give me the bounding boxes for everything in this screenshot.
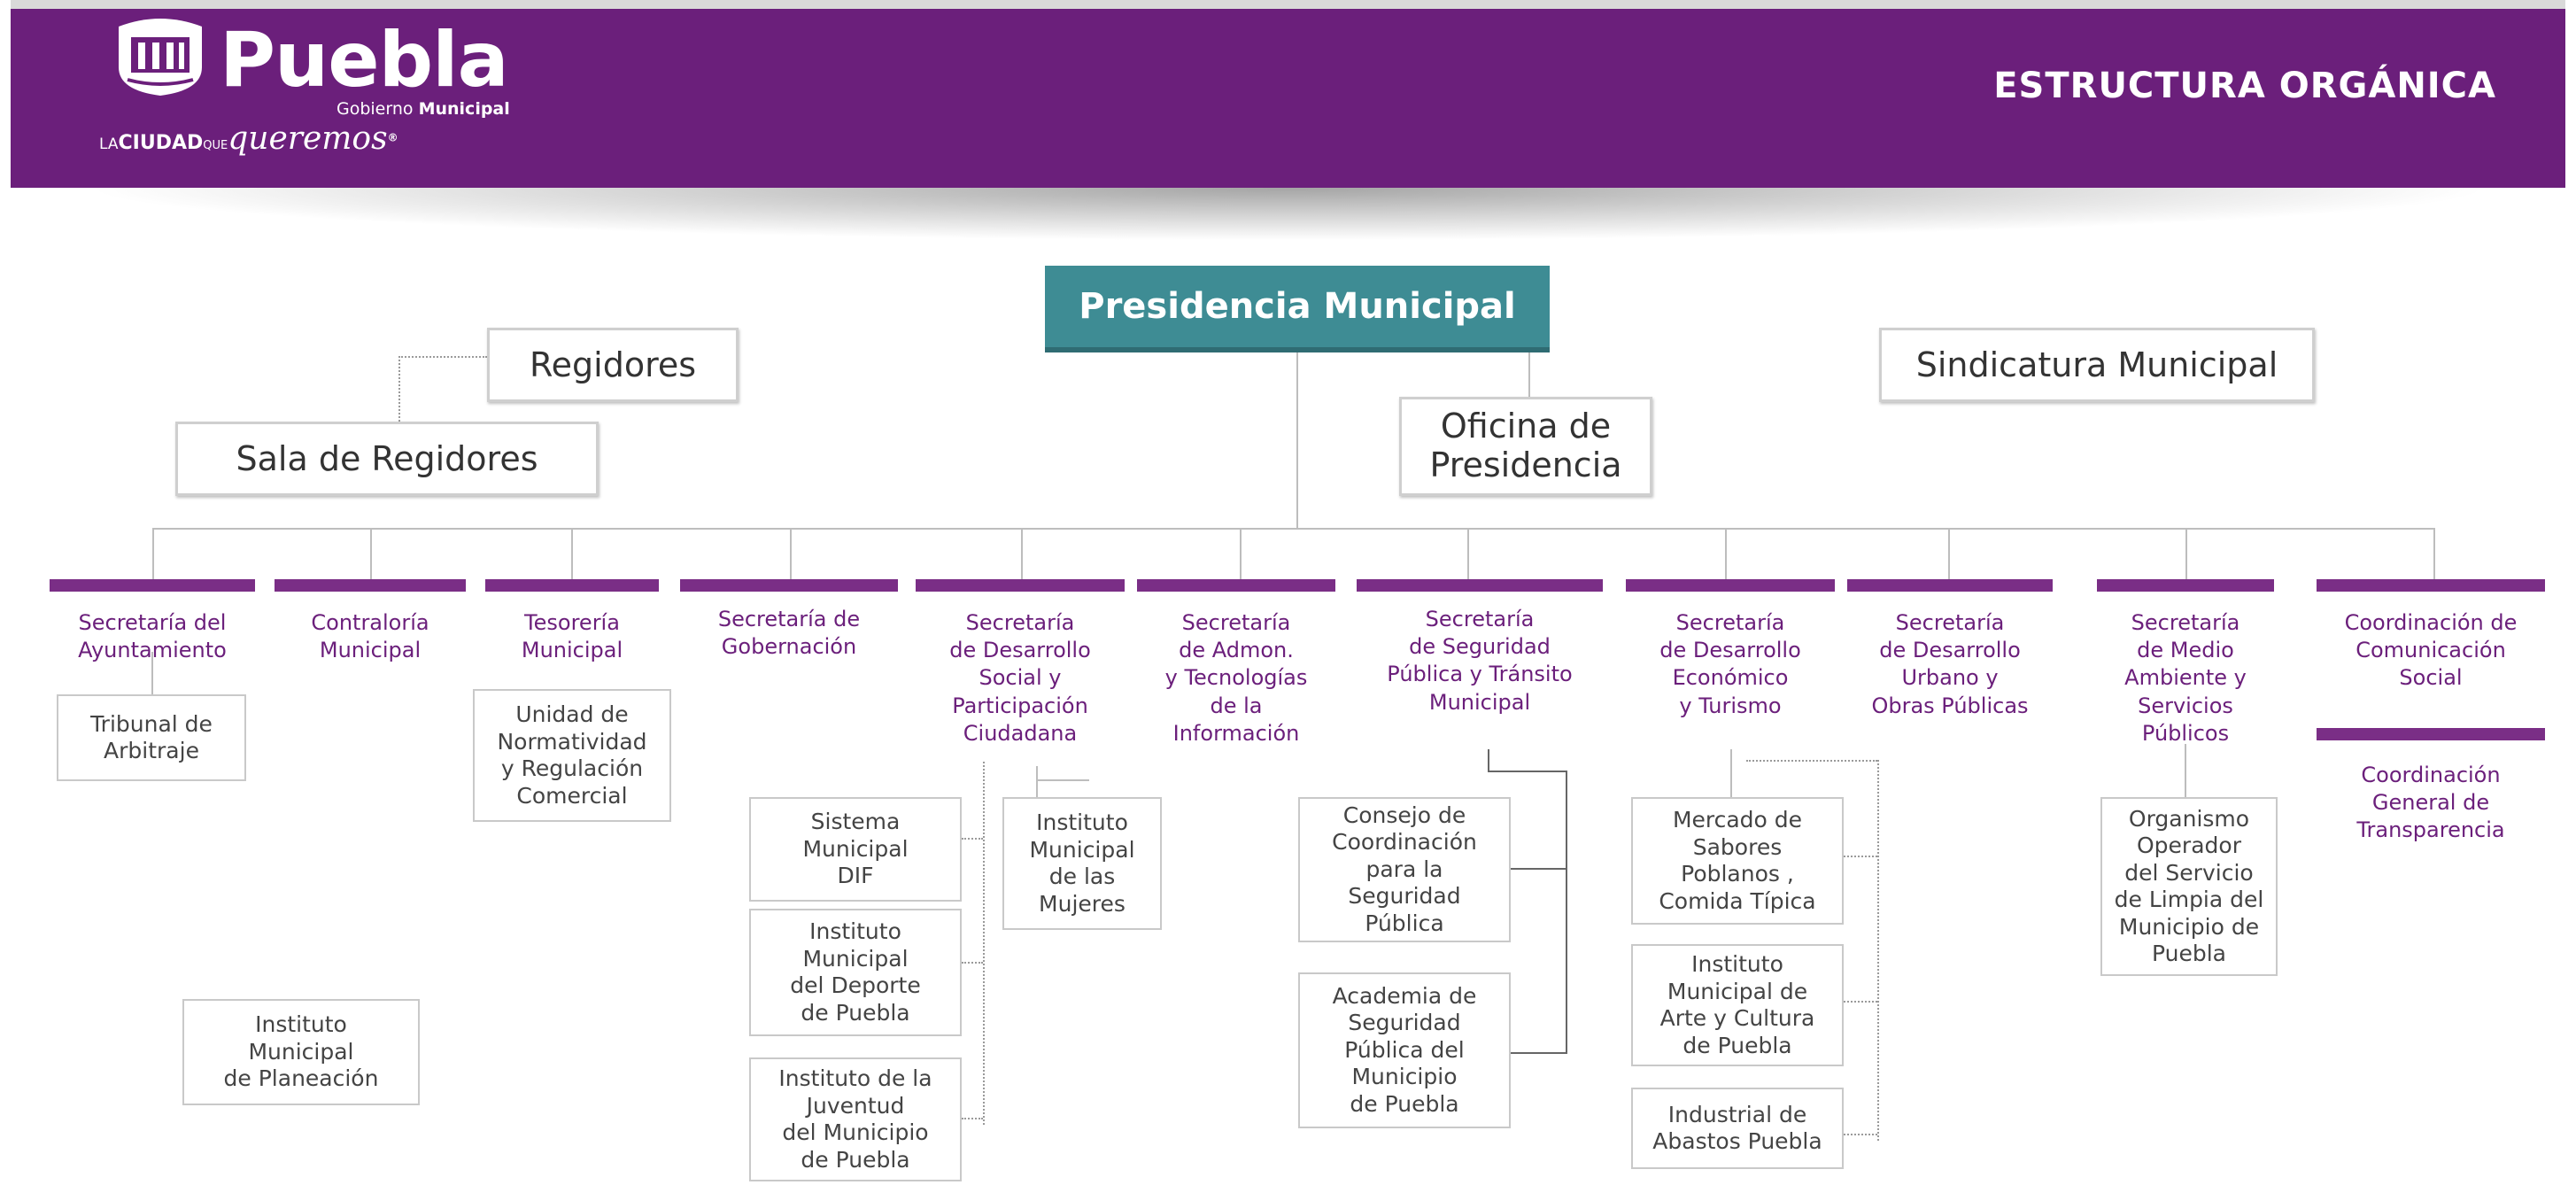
secretaria-bar-3	[485, 579, 659, 592]
secretaria-desarrollo-urbano: Secretaría de Desarrollo Urbano y Obras …	[1871, 610, 2029, 718]
secretaria-admon-tecnologias: Secretaría de Admon. y Tecnologías de la…	[1164, 610, 1308, 746]
connector-drop-9	[1948, 528, 1950, 579]
secretaria-seguridad-publica: Secretaría de Seguridad Pública y Tránsi…	[1387, 607, 1573, 715]
secretaria-bar-1	[50, 579, 255, 592]
node-instituto-juventud: Instituto de la Juventud del Municipio d…	[749, 1057, 962, 1181]
connector-economico-mercado	[1730, 749, 1732, 799]
connector-drop-4	[790, 528, 792, 579]
dotted-juventud	[962, 1118, 983, 1119]
node-industrial-abastos: Industrial de Abastos Puebla	[1631, 1088, 1844, 1169]
node-consejo-coordinacion: Consejo de Coordinación para la Segurida…	[1298, 797, 1511, 942]
dotted-economico-spine	[1877, 760, 1879, 1141]
node-unidad-normatividad: Unidad de Normatividad y Regulación Come…	[473, 689, 671, 822]
contraloria-municipal: Contraloría Municipal	[311, 610, 429, 663]
node-instituto-mujeres: Instituto Municipal de las Mujeres	[1002, 797, 1162, 930]
secretaria-bar-7	[1357, 579, 1603, 592]
tagline-que: QUE	[203, 139, 228, 152]
logo-tagline: LACIUDADQUEqueremos®	[99, 120, 398, 157]
city-emblem-icon	[119, 19, 202, 96]
secretaria-bar-5	[916, 579, 1125, 592]
connector-oficina-up	[1528, 352, 1530, 397]
node-regidores: Regidores	[487, 328, 739, 402]
connector-drop-11	[2433, 528, 2435, 579]
connector-drop-10	[2185, 528, 2187, 579]
node-instituto-planeacion: Instituto Municipal de Planeación	[182, 999, 420, 1105]
tagline-la: LA	[99, 136, 119, 153]
connector-drop-8	[1725, 528, 1727, 579]
node-instituto-deporte: Instituto Municipal del Deporte de Puebl…	[749, 909, 962, 1036]
node-presidencia-municipal: Presidencia Municipal	[1045, 266, 1550, 352]
secretaria-ayuntamiento: Secretaría del Ayuntamiento	[78, 610, 227, 663]
connector-ambiente-limpia	[2185, 744, 2186, 799]
dotted-regidores-v	[398, 356, 400, 422]
connector-seguridad-h	[1488, 771, 1567, 772]
secretaria-bar-4	[680, 579, 898, 592]
secretaria-desarrollo-social: Secretaría de Desarrollo Social y Partic…	[949, 610, 1091, 746]
secretaria-bar-8	[1626, 579, 1835, 592]
node-oficina-presidencia: Oficina de Presidencia	[1399, 397, 1652, 496]
node-mercado-sabores: Mercado de Sabores Poblanos , Comida Típ…	[1631, 797, 1844, 925]
connector-drop-3	[571, 528, 573, 579]
tesoreria-municipal: Tesorería Municipal	[521, 610, 623, 663]
page-title: ESTRUCTURA ORGÁNICA	[1993, 66, 2496, 106]
secretaria-medio-ambiente: Secretaría de Medio Ambiente y Servicios…	[2124, 610, 2247, 746]
logo-subtitle-prefix: Gobierno	[337, 99, 414, 119]
secretaria-gobernacion: Secretaría de Gobernación	[717, 607, 861, 660]
connector-main-bus	[152, 528, 2435, 530]
connector-consejo	[1511, 868, 1567, 870]
connector-academia	[1511, 1052, 1567, 1054]
secretaria-desarrollo-economico: Secretaría de Desarrollo Económico y Tur…	[1659, 610, 1801, 718]
dotted-social-spine	[983, 762, 985, 1125]
dotted-dif	[962, 838, 983, 840]
transparencia-bar	[2317, 728, 2545, 740]
header-banner	[11, 0, 2565, 188]
secretaria-bar-10	[2097, 579, 2274, 592]
tagline-ciudad: CIUDAD	[118, 132, 204, 154]
connector-presidencia-stem	[1296, 352, 1298, 528]
connector-ayuntamiento-tribunal	[151, 652, 153, 694]
logo-subtitle-bold: Municipal	[418, 99, 510, 119]
secretaria-bar-9	[1847, 579, 2053, 592]
connector-social-mujeres-h	[1036, 779, 1089, 781]
connector-drop-7	[1467, 528, 1469, 579]
dotted-abastos	[1844, 1134, 1877, 1135]
node-academia-seguridad: Academia de Seguridad Pública del Munici…	[1298, 972, 1511, 1128]
dotted-deporte	[962, 962, 983, 964]
node-sistema-dif: Sistema Municipal DIF	[749, 797, 962, 902]
coordinacion-transparencia: Coordinación General de Transparencia	[2356, 763, 2505, 843]
secretaria-bar-11	[2317, 579, 2545, 592]
connector-drop-1	[152, 528, 154, 579]
node-organismo-limpia: Organismo Operador del Servicio de Limpi…	[2100, 797, 2278, 976]
connector-drop-6	[1240, 528, 1242, 579]
dotted-mercado	[1844, 856, 1877, 857]
logo-wordmark: Puebla	[220, 16, 509, 105]
dotted-regidores-h	[398, 356, 487, 358]
node-sindicatura-municipal: Sindicatura Municipal	[1879, 328, 2315, 402]
secretaria-bar-6	[1137, 579, 1335, 592]
node-tribunal-arbitraje: Tribunal de Arbitraje	[57, 694, 246, 781]
dotted-arte	[1844, 1001, 1877, 1003]
connector-drop-2	[370, 528, 372, 579]
tagline-queremos: queremos	[228, 120, 388, 157]
header-shadow	[80, 188, 2497, 241]
connector-seguridad-spine	[1566, 771, 1567, 1054]
tagline-registered-mark: ®	[387, 131, 398, 144]
connector-seguridad-down	[1488, 749, 1489, 771]
secretaria-bar-2	[275, 579, 466, 592]
dotted-economico-h	[1746, 760, 1877, 762]
node-sala-regidores: Sala de Regidores	[175, 422, 599, 496]
logo-subtitle: Gobierno Municipal	[337, 99, 510, 119]
coordinacion-comunicacion-social: Coordinación de Comunicación Social	[2344, 610, 2518, 691]
connector-social-mujeres-v	[1036, 766, 1038, 802]
connector-drop-5	[1021, 528, 1023, 579]
node-instituto-arte-cultura: Instituto Municipal de Arte y Cultura de…	[1631, 944, 1844, 1066]
